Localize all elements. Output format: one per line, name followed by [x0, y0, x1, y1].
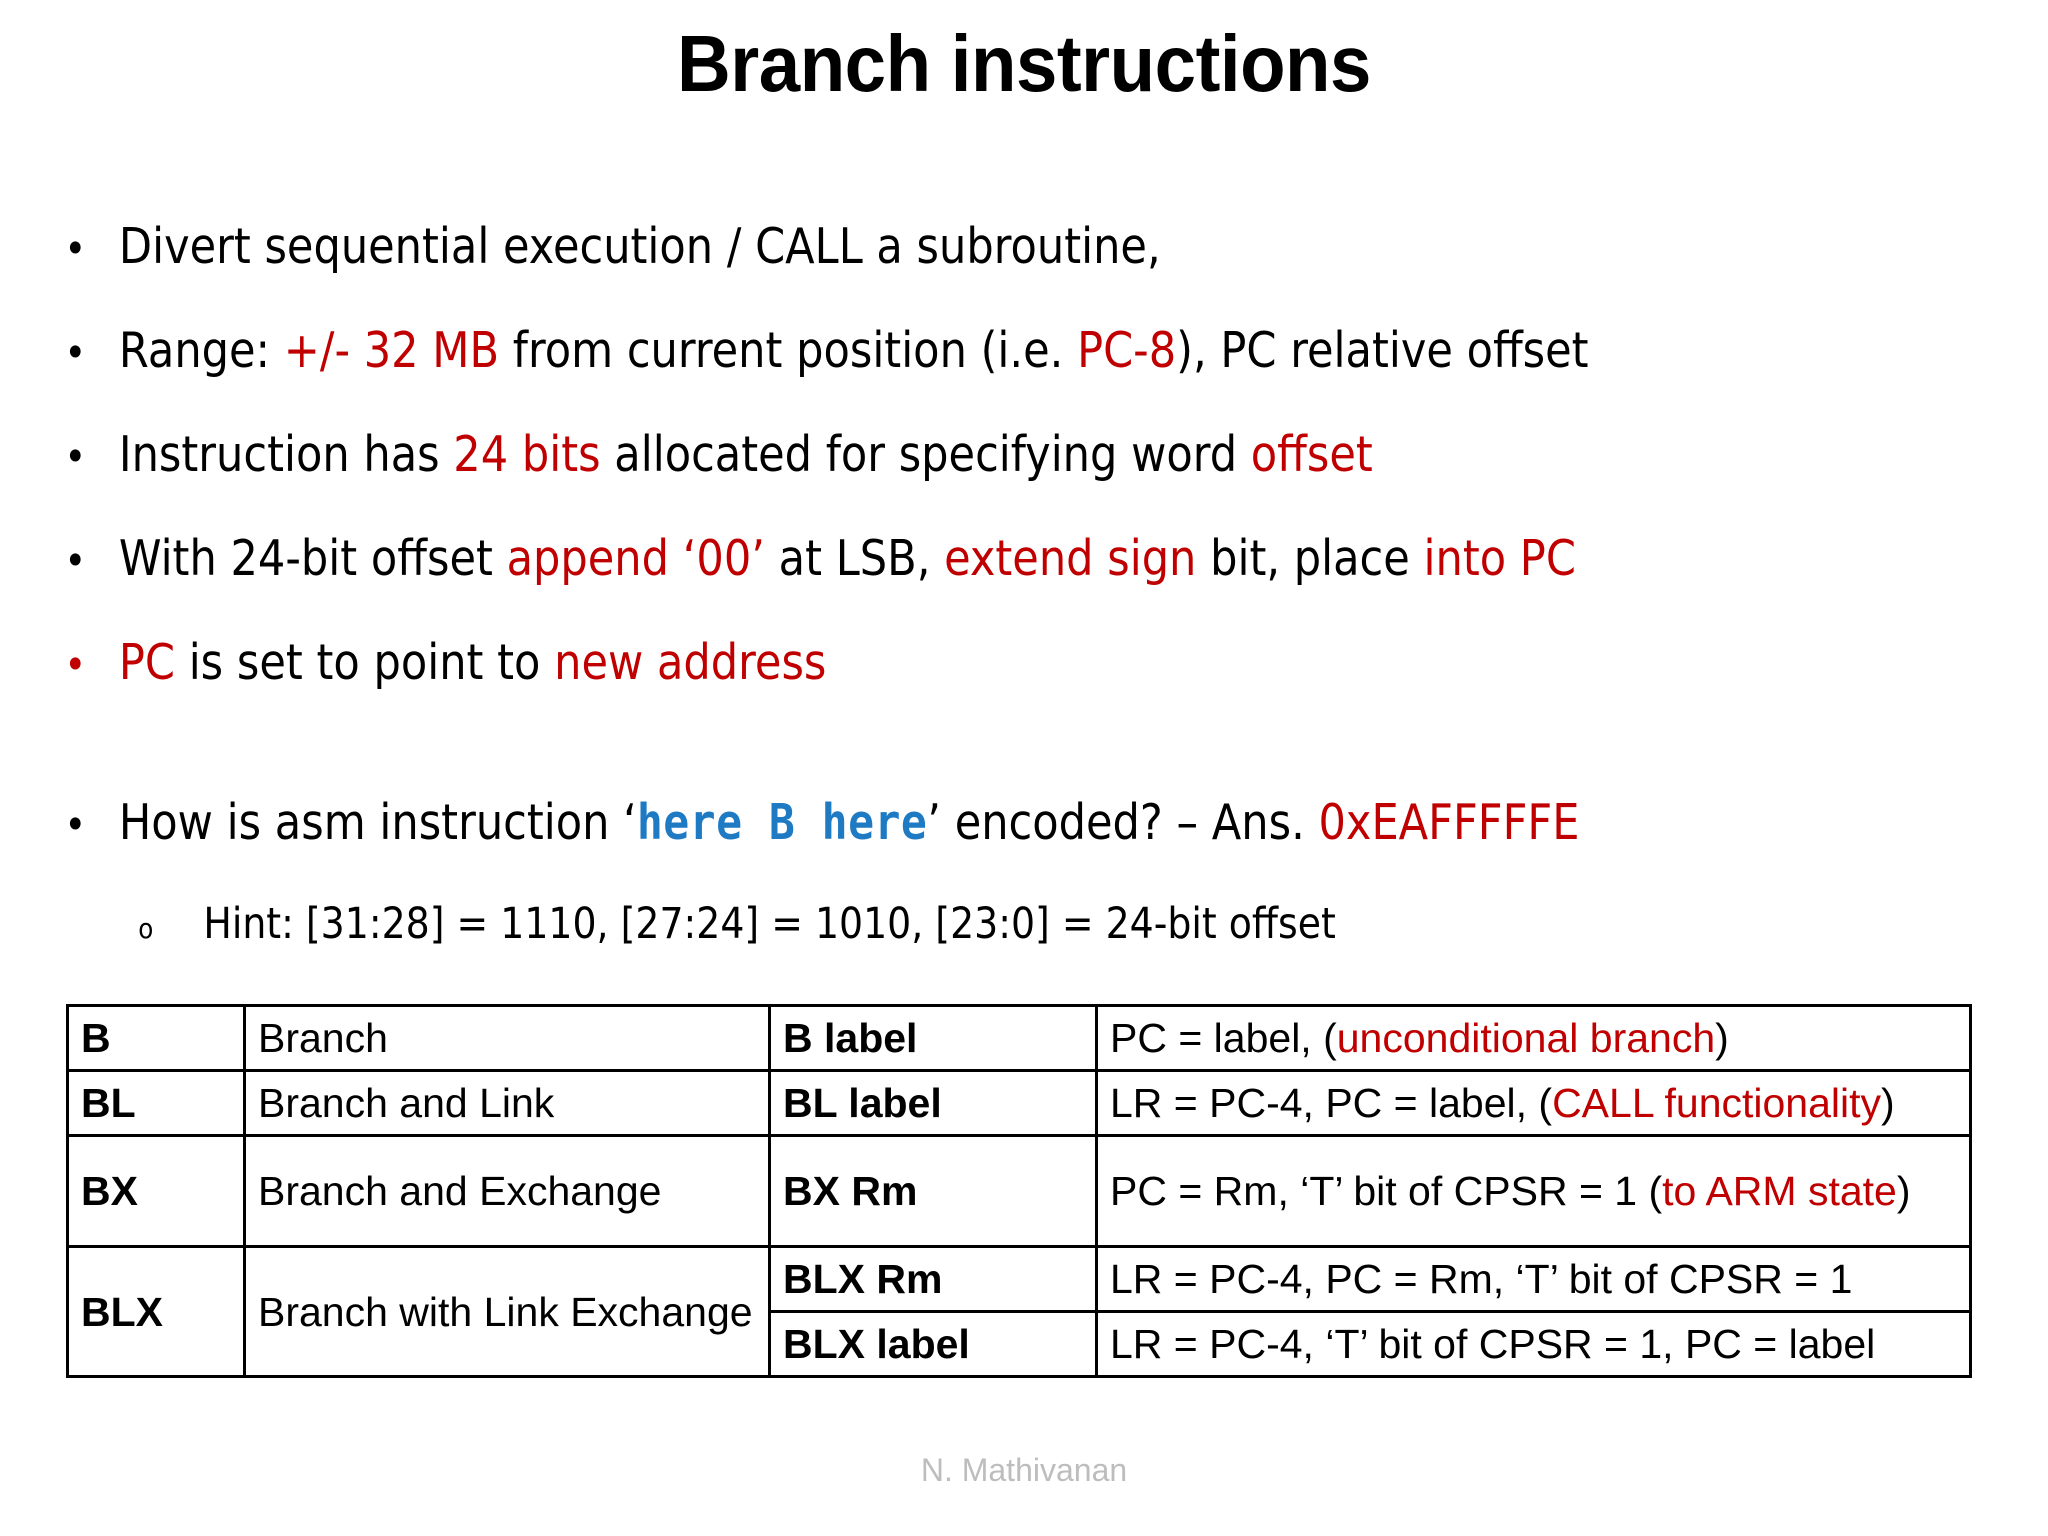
text-segment: is set to point to	[174, 634, 555, 691]
bullet-text: PC is set to point to new address	[119, 612, 1777, 714]
table-row: B Branch B label PC = label, (unconditio…	[66, 1003, 1972, 1073]
text-segment-red: offset	[1250, 426, 1373, 483]
text-segment: )	[1881, 1080, 1895, 1127]
bullet-marker-icon: •	[64, 536, 87, 585]
text-segment: How is asm instruction ‘	[118, 794, 637, 851]
list-item: • Instruction has 24 bits allocated for …	[52, 404, 1777, 508]
text-segment-red: new address	[554, 634, 827, 691]
bullet-marker-icon: •	[64, 640, 87, 689]
cell-effect: PC = label, (unconditional branch)	[1095, 1003, 1972, 1073]
bullet-marker-icon: •	[64, 224, 87, 273]
cell-effect: LR = PC-4, ‘T’ bit of CPSR = 1, PC = lab…	[1095, 1310, 1972, 1379]
text-segment: LR = PC-4, PC = Rm, ‘T’ bit of CPSR = 1	[1110, 1256, 1853, 1303]
cell-description: Branch and Link	[243, 1069, 771, 1138]
cell-mnemonic: BX	[66, 1134, 246, 1249]
text-segment: Instruction has	[118, 426, 454, 483]
footer-watermark: N. Mathivanan	[920, 1452, 1128, 1488]
table-row: BX Branch and Exchange BX Rm PC = Rm, ‘T…	[66, 1134, 1972, 1249]
cell-description: Branch and Exchange	[243, 1134, 771, 1249]
cell-mnemonic: B	[66, 1003, 246, 1073]
cell-effect: PC = Rm, ‘T’ bit of CPSR = 1 (to ARM sta…	[1095, 1134, 1972, 1249]
text-segment-red: extend sign	[944, 530, 1197, 587]
text-segment-red: CALL functionality	[1552, 1080, 1882, 1127]
answer-value: 0xEAFFFFFE	[1318, 794, 1580, 851]
cell-mnemonic: BL	[66, 1069, 246, 1138]
table-row: BLX Branch with Link Exchange BLX Rm LR …	[66, 1245, 1972, 1379]
sub-list-item: o Hint: [31:28] = 1110, [27:24] = 1010, …	[52, 876, 1777, 977]
question-list-item: • How is asm instruction ‘here B here’ e…	[52, 772, 1777, 876]
sub-bullet-text: Hint: [31:28] = 1110, [27:24] = 1010, [2…	[203, 899, 1336, 949]
cell-syntax: BLX label	[768, 1310, 1098, 1379]
bullet-text: With 24-bit offset append ‘00’ at LSB, e…	[119, 508, 1777, 610]
text-segment: LR = PC-4, ‘T’ bit of CPSR = 1, PC = lab…	[1110, 1321, 1876, 1368]
cell-description: Branch	[243, 1003, 771, 1073]
text-segment: ), PC relative offset	[1176, 322, 1589, 379]
text-segment: allocated for specifying word	[600, 426, 1251, 483]
text-segment-red: to ARM state	[1662, 1168, 1897, 1215]
text-segment: PC = label, (	[1110, 1015, 1337, 1061]
bullet-marker-icon: •	[64, 800, 87, 849]
list-spacer	[52, 716, 2012, 772]
list-item: • Divert sequential execution / CALL a s…	[52, 196, 1777, 300]
text-segment-red: +/- 32 MB	[283, 322, 500, 379]
cell-syntax: BLX Rm	[768, 1245, 1098, 1314]
text-segment: Divert sequential execution / CALL a sub…	[118, 218, 1161, 275]
sub-bullet-marker-icon: o	[138, 912, 154, 945]
table-row: BLX label LR = PC-4, ‘T’ bit of CPSR = 1…	[68, 1310, 1972, 1379]
cell-syntax: B label	[768, 1003, 1098, 1073]
text-segment: from current position (i.e.	[499, 322, 1078, 379]
bullet-text: Divert sequential execution / CALL a sub…	[119, 196, 1777, 298]
text-segment-red: PC	[118, 634, 175, 691]
code-snippet: here B here	[636, 794, 928, 851]
bullet-text: Range: +/- 32 MB from current position (…	[119, 300, 1777, 402]
text-segment: Range:	[118, 322, 284, 379]
bullet-text: How is asm instruction ‘here B here’ enc…	[119, 772, 1777, 874]
branch-instruction-table: B Branch B label PC = label, (unconditio…	[66, 1003, 1972, 1379]
bullet-marker-icon: •	[64, 328, 87, 377]
text-segment: With 24-bit offset	[118, 530, 507, 587]
list-item: • With 24-bit offset append ‘00’ at LSB,…	[52, 508, 1777, 612]
text-segment-red: 24 bits	[453, 426, 601, 483]
bullet-marker-icon: •	[64, 432, 87, 481]
text-segment: PC = Rm, ‘T’ bit of CPSR = 1 (	[1110, 1168, 1663, 1215]
bullet-list: • Divert sequential execution / CALL a s…	[52, 196, 2012, 977]
text-segment: )	[1715, 1015, 1729, 1061]
list-item: • Range: +/- 32 MB from current position…	[52, 300, 1777, 404]
text-segment: bit, place	[1196, 530, 1424, 587]
text-segment-red: unconditional branch	[1336, 1015, 1716, 1061]
cell-syntax: BX Rm	[768, 1134, 1098, 1249]
cell-syntax: BL label	[768, 1069, 1098, 1138]
text-segment: )	[1896, 1168, 1911, 1215]
cell-description: Branch with Link Exchange	[243, 1245, 771, 1379]
text-segment: at LSB,	[764, 530, 945, 587]
text-segment: LR = PC-4, PC = label, (	[1110, 1080, 1553, 1127]
bullet-text: Instruction has 24 bits allocated for sp…	[119, 404, 1777, 506]
cell-effect: LR = PC-4, PC = Rm, ‘T’ bit of CPSR = 1	[1095, 1245, 1972, 1314]
cell-mnemonic: BLX	[66, 1245, 246, 1379]
text-segment-red: PC-8	[1077, 322, 1177, 379]
page-title: Branch instructions	[677, 19, 1371, 108]
table-row: BL Branch and Link BL label LR = PC-4, P…	[66, 1069, 1972, 1138]
text-segment-red: into PC	[1423, 530, 1576, 587]
text-segment-red: append ‘00’	[506, 530, 765, 587]
text-segment: ’ encoded? – Ans.	[927, 794, 1319, 851]
list-item: • PC is set to point to new address	[52, 612, 1777, 716]
cell-effect: LR = PC-4, PC = label, (CALL functionali…	[1095, 1069, 1972, 1138]
